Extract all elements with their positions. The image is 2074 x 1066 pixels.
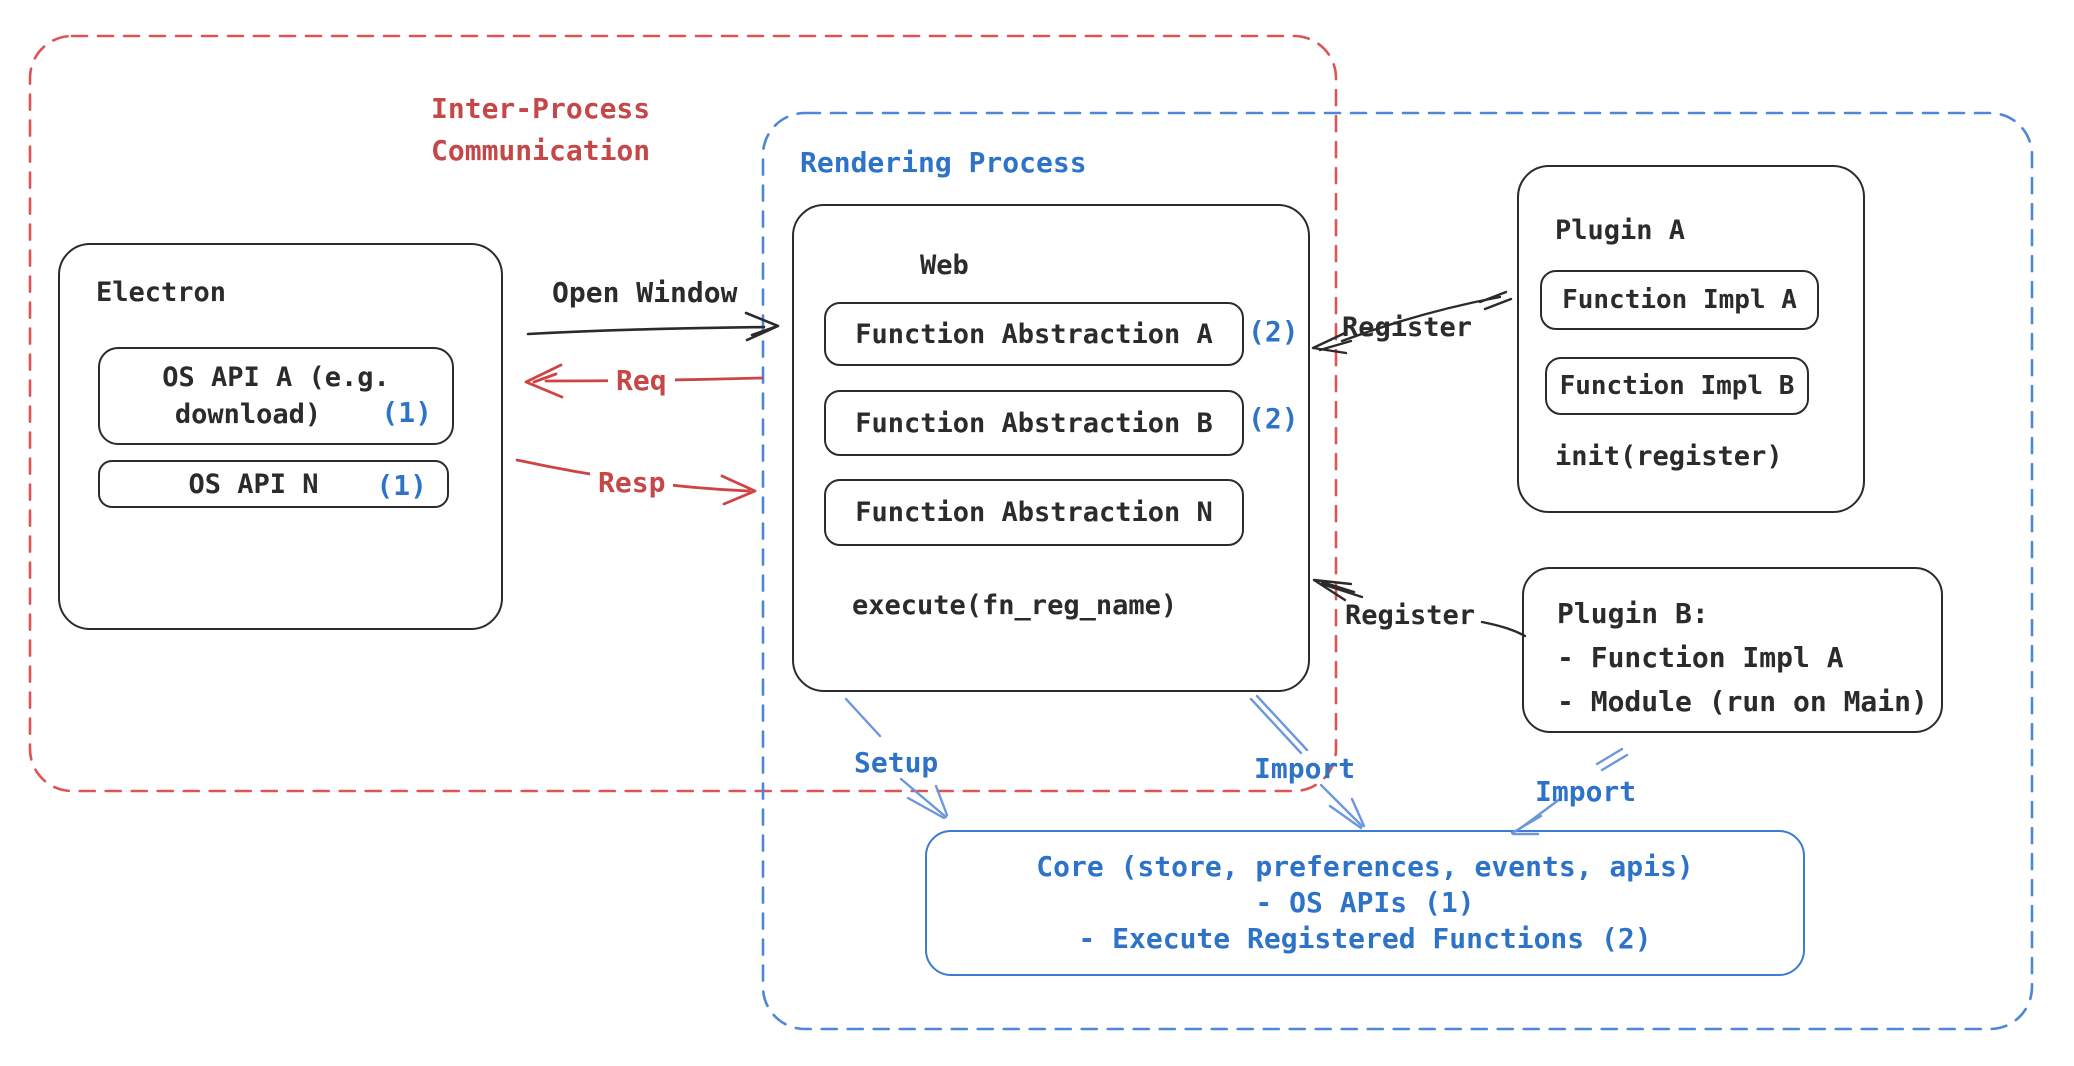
fn-abstraction-a-ref: (2) xyxy=(1248,315,1299,348)
ipc-region-label: Inter-Process Communication xyxy=(431,88,650,172)
setup-label: Setup xyxy=(854,746,939,779)
web-box: Web Function Abstraction A Function Abst… xyxy=(792,204,1310,692)
ipc-region-label-line2: Communication xyxy=(431,134,651,167)
web-title: Web xyxy=(920,250,969,281)
os-api-n-box: OS API N (1) xyxy=(98,460,449,508)
open-window-label: Open Window xyxy=(552,276,738,309)
fn-abstraction-a-box: Function Abstraction A xyxy=(824,302,1244,366)
fn-abstraction-n-box: Function Abstraction N xyxy=(824,479,1244,546)
import-web-label: Import xyxy=(1254,752,1356,785)
rendering-region-label: Rendering Process xyxy=(800,146,1087,179)
execute-label: execute(fn_reg_name) xyxy=(852,590,1178,621)
os-api-n-ref: (1) xyxy=(376,469,427,502)
electron-box: Electron OS API A (e.g. download) (1) OS… xyxy=(58,243,503,630)
plugin-a-init-label: init(register) xyxy=(1555,441,1783,472)
register-a-label: Register xyxy=(1342,312,1473,343)
os-api-a-label-line2: download) xyxy=(174,399,322,430)
core-line3: - Execute Registered Functions (2) xyxy=(1078,922,1652,955)
plugin-a-title: Plugin A xyxy=(1555,215,1686,246)
os-api-a-ref: (1) xyxy=(381,396,432,429)
resp-label: Resp xyxy=(590,466,674,500)
req-label: Req xyxy=(608,364,675,398)
electron-title: Electron xyxy=(96,277,227,308)
core-line2: - OS APIs (1) xyxy=(1255,886,1475,919)
import-plugin-label: Import xyxy=(1535,775,1637,808)
os-api-a-box: OS API A (e.g. download) (1) xyxy=(98,347,454,445)
core-line1: Core (store, preferences, events, apis) xyxy=(1036,850,1694,883)
plugin-a-impl-b-box: Function Impl B xyxy=(1545,357,1809,415)
fn-abstraction-n-label: Function Abstraction N xyxy=(855,497,1213,528)
os-api-n-label: OS API N xyxy=(188,468,319,500)
plugin-b-item2: - Module (run on Main) xyxy=(1557,685,1928,718)
os-api-a-label-line1: OS API A (e.g. xyxy=(162,362,390,393)
plugin-b-item1: - Function Impl A xyxy=(1557,641,1844,674)
plugin-a-impl-a-box: Function Impl A xyxy=(1540,270,1819,330)
open-window-arrow xyxy=(526,311,780,342)
plugin-b-title: Plugin B: xyxy=(1557,597,1709,630)
fn-abstraction-a-label: Function Abstraction A xyxy=(855,318,1213,350)
ipc-region-label-line1: Inter-Process xyxy=(431,92,651,125)
fn-abstraction-b-label: Function Abstraction B xyxy=(855,407,1213,439)
plugin-a-impl-b-label: Function Impl B xyxy=(1559,371,1795,401)
fn-abstraction-b-ref: (2) xyxy=(1248,402,1299,435)
core-box: Core (store, preferences, events, apis) … xyxy=(925,830,1805,976)
plugin-a-impl-a-label: Function Impl A xyxy=(1562,285,1797,315)
fn-abstraction-b-box: Function Abstraction B xyxy=(824,390,1244,456)
plugin-b-box: Plugin B: - Function Impl A - Module (ru… xyxy=(1522,567,1943,733)
register-b-label: Register xyxy=(1345,600,1476,631)
plugin-a-box: Plugin A Function Impl A Function Impl B… xyxy=(1517,165,1865,513)
